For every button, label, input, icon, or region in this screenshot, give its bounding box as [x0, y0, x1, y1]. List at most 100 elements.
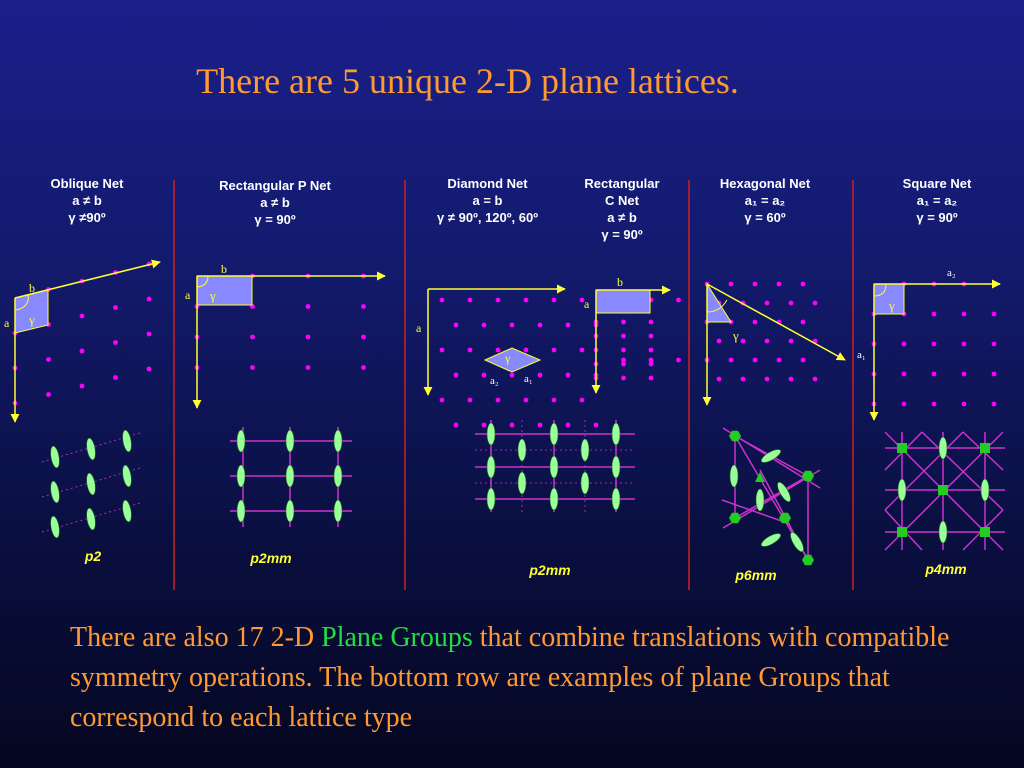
angle-arc — [196, 275, 209, 288]
lattice-point — [509, 372, 515, 378]
lattice-point — [305, 334, 311, 340]
lattice-point — [716, 338, 722, 344]
two-fold-axis-icon — [333, 499, 343, 523]
two-fold-axis-icon — [285, 499, 295, 523]
two-fold-axis-icon — [86, 507, 96, 531]
net-name-line2: C Net — [605, 193, 639, 208]
lattice-point — [961, 371, 967, 377]
lattice-point — [523, 397, 529, 403]
angle-arc — [873, 283, 887, 297]
lattice-point — [788, 376, 794, 382]
lattice-point — [46, 392, 51, 397]
symmetry-motifs — [50, 422, 990, 566]
net-condition-2: γ = 90º — [254, 212, 296, 227]
two-fold-axis-icon — [333, 429, 343, 453]
lattice-point — [648, 319, 654, 325]
lattice-point — [79, 313, 85, 319]
caption-part-1: There are also 17 2-D — [70, 622, 322, 653]
net-condition-1: a₁ = a₂ — [916, 193, 958, 208]
six-fold-axis-icon — [779, 512, 791, 524]
lattice-point — [467, 347, 473, 353]
vector-label: a — [416, 321, 422, 335]
lattice-point — [305, 365, 311, 370]
four-fold-axis-icon — [897, 527, 907, 537]
lattice-point — [481, 422, 487, 428]
unit-cell — [483, 347, 542, 373]
net-name: Oblique Net — [50, 176, 124, 191]
lattice-point — [776, 281, 782, 287]
oblique-net-header: Oblique Net a ≠ b γ ≠90º — [37, 175, 137, 226]
net-condition-1: a ≠ b — [607, 210, 637, 225]
mirror-line — [921, 431, 1004, 511]
two-fold-axis-icon — [236, 464, 246, 488]
vector-label: a — [185, 288, 191, 302]
column-dividers — [173, 180, 854, 590]
lattice-point — [728, 357, 734, 363]
lattice-point — [361, 304, 366, 309]
lattice-point — [113, 375, 118, 380]
group-label-p2: p2 — [84, 548, 102, 564]
rect-c-net-header: Rectangular C Net a ≠ b γ = 90º — [572, 175, 672, 243]
plane-groups-highlight: Plane Groups — [321, 622, 473, 653]
lattice-point — [788, 300, 794, 306]
six-fold-axis-icon — [729, 512, 741, 524]
two-fold-axis-icon — [790, 531, 804, 553]
lattice-point — [800, 281, 806, 287]
lattice-point — [676, 357, 681, 363]
mirror-line — [884, 431, 964, 511]
lattice-point — [537, 422, 543, 428]
vector-label: γ — [888, 298, 895, 313]
two-fold-axis-icon — [549, 422, 559, 446]
lattice-point — [961, 401, 967, 407]
lattice-point — [776, 357, 782, 363]
lattice-point — [788, 338, 794, 344]
vector-label: b — [29, 281, 35, 295]
lattice-point — [648, 375, 654, 381]
lattice-point — [812, 376, 818, 382]
lattice-point — [579, 347, 585, 353]
group-label-p4mm: p4mm — [925, 561, 967, 577]
net-condition-2: γ = 60º — [744, 210, 786, 225]
lattice-point — [812, 300, 818, 306]
unit-cell — [595, 289, 651, 314]
lattice-point — [676, 297, 681, 303]
lattice-point — [250, 334, 255, 340]
net-condition-1: a = b — [472, 193, 503, 208]
vector-label: a₁ — [524, 373, 533, 385]
two-fold-axis-icon — [486, 455, 496, 479]
lattice-point — [901, 371, 907, 377]
vector-label: a₂ — [947, 267, 956, 279]
net-name: Square Net — [902, 176, 972, 191]
vector-label: b — [221, 262, 227, 276]
three-fold-axis-icon — [755, 472, 765, 482]
two-fold-axis-icon — [580, 438, 590, 462]
two-fold-axis-icon — [980, 478, 990, 502]
two-fold-axis-icon — [549, 487, 559, 511]
diamond-net-header: Diamond Net a = b γ ≠ 90º, 120º, 60º — [415, 175, 560, 226]
lattice-point — [901, 341, 907, 347]
two-fold-axis-icon — [517, 471, 527, 495]
two-fold-axis-icon — [236, 429, 246, 453]
lattice-point — [764, 338, 770, 344]
lattice-point — [752, 319, 758, 325]
lattice-point — [495, 397, 501, 403]
lattice-point — [453, 372, 459, 378]
lattice-point — [728, 281, 734, 287]
lattice-point — [523, 347, 529, 353]
lattice-point — [551, 297, 557, 303]
lattice-point — [481, 372, 487, 378]
two-fold-axis-icon — [611, 455, 621, 479]
four-fold-axis-icon — [980, 527, 990, 537]
net-condition-1: a ≠ b — [72, 193, 102, 208]
lattice-point — [565, 322, 571, 328]
two-fold-axis-icon — [50, 480, 60, 504]
lattice-point — [565, 422, 571, 428]
rect-p-net-header: Rectangular P Net a ≠ b γ = 90º — [200, 177, 350, 228]
lattice-point — [931, 371, 937, 377]
lattice-point — [439, 347, 445, 353]
lattice-point — [764, 376, 770, 382]
net-name: Rectangular P Net — [219, 178, 331, 193]
two-fold-axis-icon — [938, 436, 948, 460]
